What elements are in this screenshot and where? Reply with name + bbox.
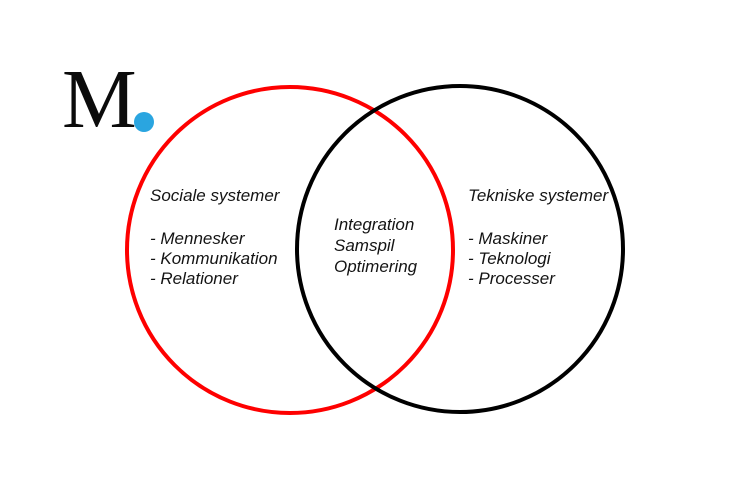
brand-logo-dot-icon (134, 112, 154, 132)
brand-logo-letter: M (62, 53, 137, 146)
left-circle-item: - Relationer (150, 269, 238, 288)
left-circle-title: Sociale systemer (150, 186, 280, 205)
left-circle-label-block: Sociale systemer - Mennesker - Kommunika… (150, 186, 279, 289)
left-circle-item: - Mennesker (150, 229, 245, 248)
right-circle-item: - Maskiner (468, 229, 548, 248)
right-circle-label-block: Tekniske systemer - Maskiner - Teknologi… (468, 186, 608, 289)
brand-logo: M (62, 58, 172, 148)
intersection-line: Integration (334, 215, 415, 234)
right-circle-item: - Processer (468, 269, 555, 288)
intersection-label-block: Integration Samspil Optimering (334, 214, 417, 277)
left-circle-item: - Kommunikation (150, 249, 278, 268)
intersection-line: Optimering (334, 257, 418, 276)
technical-systems-circle-outline (295, 84, 625, 414)
right-circle-item: - Teknologi (468, 249, 551, 268)
right-circle-title: Tekniske systemer (468, 186, 609, 205)
social-systems-circle-outline (125, 85, 455, 415)
intersection-line: Samspil (334, 236, 395, 255)
